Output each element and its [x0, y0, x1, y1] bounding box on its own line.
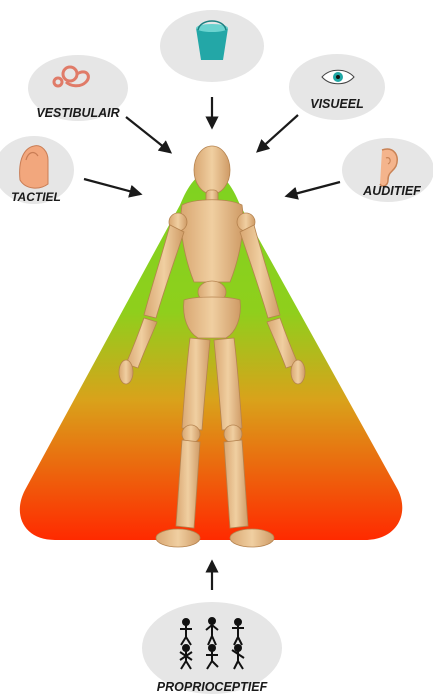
proprioceptive-bubble: PROPRIOCEPTIEF	[142, 602, 282, 694]
tactile-label: TACTIEL	[11, 190, 61, 204]
auditory-label: AUDITIEF	[362, 184, 421, 198]
top-sense-bubble	[160, 10, 264, 82]
tactile-bubble: TACTIEL	[0, 136, 74, 204]
visual-bubble: VISUEEL	[289, 54, 385, 120]
vestibular-label: VESTIBULAIR	[36, 106, 119, 120]
arrow-auditory	[287, 182, 340, 196]
auditory-bubble: AUDITIEF	[342, 138, 433, 202]
arrow-vestibular	[126, 117, 170, 152]
vestibular-bubble: VESTIBULAIR	[28, 55, 128, 121]
arrow-tactile	[84, 179, 140, 194]
visual-label: VISUEEL	[310, 97, 364, 111]
bucket-icon	[196, 21, 228, 60]
arrow-visual	[258, 115, 298, 151]
proprioceptive-label: PROPRIOCEPTIEF	[157, 680, 268, 694]
